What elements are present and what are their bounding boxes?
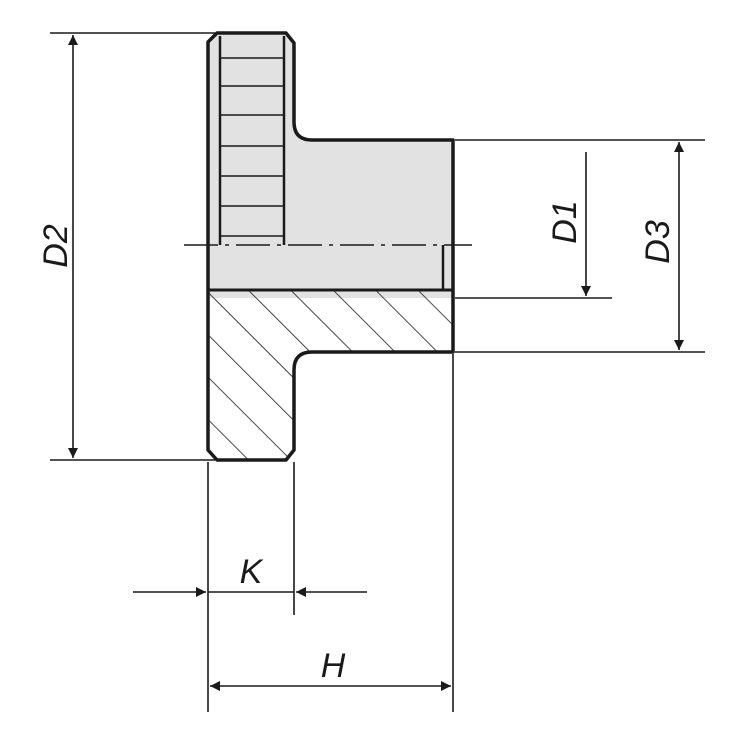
d3-label: D3 [639,220,677,264]
section-hatch-area [208,290,453,460]
k-label: K [240,553,264,591]
dimension-d1: D1 [546,152,591,296]
extension-lines [50,32,705,712]
knurl-pattern [220,57,284,237]
knurl-inner-edges [218,36,286,245]
bore-hole [210,245,452,290]
dimension-d3: D3 [639,142,684,350]
part-upper-view [208,33,453,298]
dimension-h: H [210,647,451,691]
part-outline [206,31,455,462]
d2-label: D2 [37,224,75,268]
d1-label: D1 [546,200,584,243]
part-body [184,31,472,462]
dimension-d2: D2 [37,35,78,458]
h-label: H [321,647,346,685]
